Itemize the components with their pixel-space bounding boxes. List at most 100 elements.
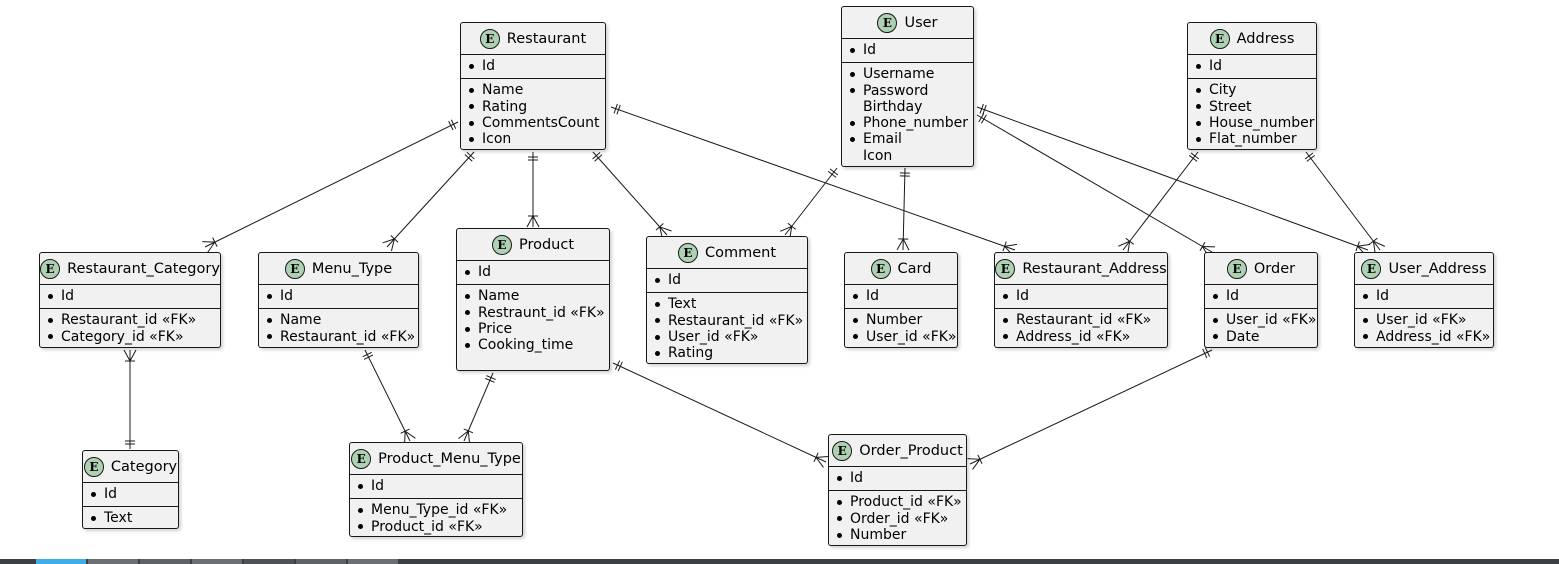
- relationship-order-to-order-product: [967, 347, 1213, 470]
- mandatory-bullet-icon: [1196, 63, 1201, 69]
- crow-foot-prong: [1373, 240, 1385, 247]
- attribute-label: Id: [61, 288, 75, 304]
- relationship-restaurant-to-menu-type: [382, 151, 475, 252]
- crow-foot-prong: [1118, 240, 1130, 247]
- attribute-label: Id: [280, 288, 294, 304]
- entity-attribute: Username: [848, 66, 967, 82]
- taskbar-item[interactable]: [348, 559, 398, 564]
- crow-foot-prong: [532, 215, 540, 228]
- attribute-label: User_id «FK»: [866, 328, 957, 345]
- entity-attribute: Menu_Type_id «FK»: [356, 502, 516, 518]
- mandatory-bullet-icon: [358, 507, 363, 513]
- one-marker-bar: [616, 104, 621, 115]
- entity-key-attribute: Id: [1211, 288, 1311, 304]
- taskbar-item[interactable]: [244, 559, 294, 564]
- mandatory-bullet-icon: [655, 301, 660, 307]
- entity-badge-icon: E: [40, 258, 61, 279]
- entity-attribute: Name: [265, 312, 412, 328]
- entity-key-section: Id: [845, 285, 957, 310]
- mandatory-bullet-icon: [267, 317, 272, 323]
- taskbar-item[interactable]: [296, 559, 346, 564]
- entity-attribute: Address_id «FK»: [1001, 329, 1161, 345]
- relationship-line: [592, 151, 668, 236]
- taskbar-item[interactable]: [88, 559, 138, 564]
- relationship-user-to-user-address: [976, 103, 1371, 256]
- one-marker-bar: [982, 104, 987, 115]
- entity-name: Menu_Type: [311, 260, 393, 277]
- relationship-line: [976, 106, 1369, 251]
- mandatory-bullet-icon: [853, 334, 858, 340]
- mandatory-bullet-icon: [1003, 317, 1008, 323]
- attribute-label: Id: [866, 288, 880, 304]
- mandatory-bullet-icon: [469, 120, 474, 126]
- relationship-line: [976, 114, 1213, 253]
- attribute-label: Phone_number: [863, 115, 969, 132]
- taskbar-active-item[interactable]: [36, 559, 86, 564]
- mandatory-bullet-icon: [91, 491, 96, 497]
- entity-name: Restaurant_Address: [1022, 260, 1167, 277]
- relationship-line: [902, 167, 906, 251]
- crow-foot-bar: [212, 237, 218, 247]
- entity-attribute: Category_id «FK»: [46, 329, 214, 345]
- entity-key-section: Id: [829, 467, 966, 492]
- entity-key-attribute: Id: [265, 288, 412, 304]
- crow-foot-bar: [813, 452, 819, 463]
- attribute-label: Id: [850, 470, 864, 486]
- attribute-label: Id: [1226, 288, 1240, 304]
- entity-key-section: Id: [83, 483, 178, 508]
- one-marker-bar: [1202, 348, 1208, 359]
- mandatory-bullet-icon: [850, 47, 855, 53]
- entity-attribute: Icon: [848, 148, 967, 164]
- entity-key-attribute: Id: [848, 42, 967, 58]
- entity-attribute: Street: [1194, 99, 1310, 115]
- entity-attribute: Email: [848, 131, 967, 147]
- taskbar-item[interactable]: [192, 559, 242, 564]
- entity-attribute: User_id «FK»: [1361, 312, 1487, 328]
- entity-badge-icon: E: [877, 12, 898, 33]
- entity-attribute: Birthday: [848, 99, 967, 115]
- crow-foot-prong: [526, 215, 534, 228]
- one-marker-bar: [594, 154, 603, 162]
- mandatory-bullet-icon: [469, 63, 474, 69]
- attribute-label: Number: [866, 312, 923, 329]
- entity-badge-icon: E: [832, 440, 853, 461]
- mandatory-bullet-icon: [469, 87, 474, 93]
- mandatory-bullet-icon: [267, 334, 272, 340]
- entity-attribute: Rating: [467, 99, 599, 115]
- entity-name: Restaurant: [506, 30, 587, 47]
- mandatory-bullet-icon: [837, 516, 842, 522]
- entity-attribute-section: Product_id «FK»Order_id «FK»Number: [829, 491, 966, 547]
- entity-key-attribute: Id: [835, 470, 960, 486]
- taskbar-item[interactable]: [140, 559, 190, 564]
- attribute-label: Category_id «FK»: [61, 328, 184, 345]
- attribute-label: Price: [478, 320, 513, 337]
- entity-attribute-section: Text: [83, 507, 178, 530]
- relationship-product-to-order-product: [612, 360, 829, 468]
- one-marker-bar: [464, 154, 473, 162]
- mandatory-bullet-icon: [655, 277, 660, 283]
- entity-attribute: Icon: [467, 131, 599, 147]
- crow-foot-prong: [382, 238, 395, 244]
